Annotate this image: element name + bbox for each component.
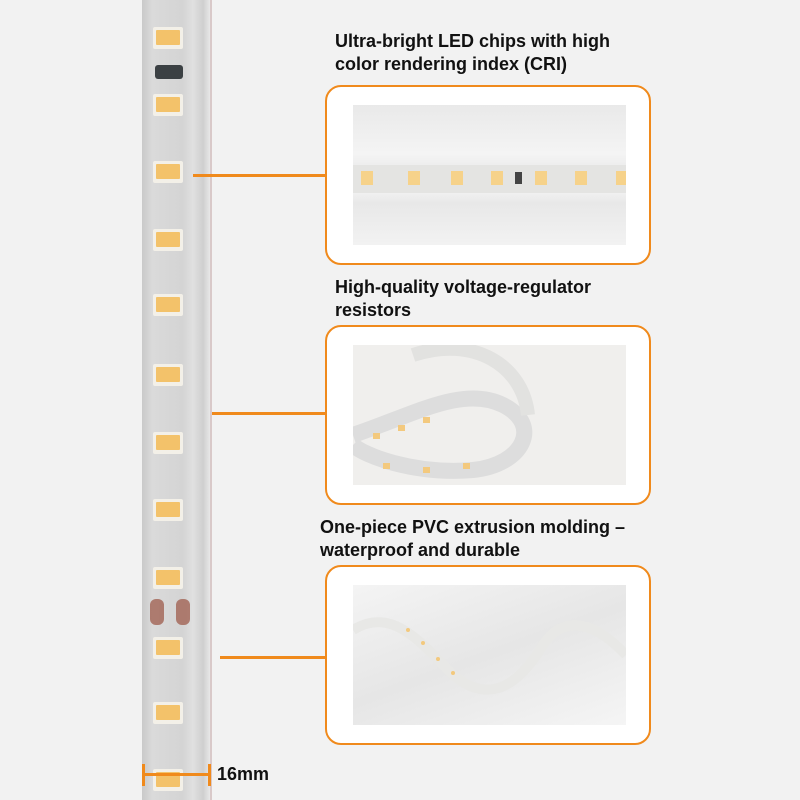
led-chip bbox=[153, 27, 183, 49]
dimension-line bbox=[142, 773, 211, 776]
led-chip bbox=[153, 229, 183, 251]
width-label: 16mm bbox=[217, 764, 270, 784]
resistor bbox=[150, 599, 164, 625]
led-chip bbox=[153, 294, 183, 316]
led-strip-image bbox=[142, 0, 210, 800]
coiled-strip-photo bbox=[353, 345, 626, 485]
feature-card-pvc bbox=[325, 565, 651, 745]
resistor bbox=[176, 599, 190, 625]
strip-edge bbox=[210, 0, 212, 800]
led-chip bbox=[153, 432, 183, 454]
led-closeup-photo bbox=[353, 105, 626, 245]
feature-title-pvc: One-piece PVC extrusion molding –waterpr… bbox=[320, 517, 626, 560]
led-chip bbox=[153, 94, 183, 116]
led-chip bbox=[153, 499, 183, 521]
led-chip bbox=[153, 161, 183, 183]
wave-strip-photo bbox=[353, 585, 626, 725]
callout-line bbox=[220, 656, 326, 659]
led-chip bbox=[153, 702, 183, 724]
feature-card-resistors bbox=[325, 325, 651, 505]
callout-line bbox=[212, 412, 326, 415]
callout-line bbox=[193, 174, 326, 177]
feature-card-cri bbox=[325, 85, 651, 265]
led-chip bbox=[153, 637, 183, 659]
led-chip bbox=[153, 567, 183, 589]
led-chip bbox=[153, 364, 183, 386]
resistor bbox=[155, 65, 183, 79]
